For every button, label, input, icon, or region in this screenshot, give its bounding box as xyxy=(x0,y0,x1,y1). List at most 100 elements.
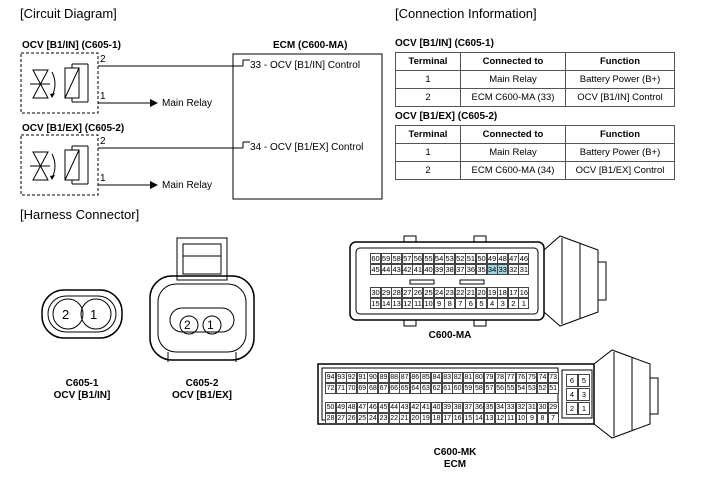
ecm-pin-33-label: 33 - OCV [B1/IN] Control xyxy=(250,60,361,71)
table1-title: OCV [B1/IN] (C605-1) xyxy=(395,38,494,49)
pin-cell: 67 xyxy=(378,383,389,394)
pin-cell: 1 xyxy=(518,298,530,309)
ocv-ex-pin1: 1 xyxy=(100,173,106,184)
pin-cell: 33 xyxy=(505,402,517,413)
pin-cell: 14 xyxy=(473,413,485,424)
pin-cell: 18 xyxy=(497,287,509,298)
pin-cell: 16 xyxy=(518,287,530,298)
pin-cell: 50 xyxy=(325,402,336,413)
ecm-label: ECM (C600-MA) xyxy=(273,40,348,51)
c605-2-pin-1: 1 xyxy=(207,318,214,332)
pin-cell: 22 xyxy=(454,287,466,298)
pin-cell: 12 xyxy=(401,298,413,309)
pin-cell: 41 xyxy=(420,402,432,413)
pin-cell: 76 xyxy=(515,372,527,383)
pin-cell: 51 xyxy=(547,383,559,394)
pin-cell: 46 xyxy=(518,253,530,264)
pin-cell: 52 xyxy=(537,383,548,394)
pin-cell: 61 xyxy=(441,383,453,394)
pin-cell: 23 xyxy=(378,413,389,424)
pin-cell: 28 xyxy=(391,287,403,298)
pin-cell: 94 xyxy=(325,372,336,383)
ocv-ex-solenoid xyxy=(20,134,99,196)
pin-cell: 71 xyxy=(335,383,347,394)
pin-cell: 79 xyxy=(484,372,495,383)
pin-cell: 35 xyxy=(476,264,487,275)
pin-cell: 1 xyxy=(578,402,590,415)
ocv-in-pin2: 2 xyxy=(100,54,106,65)
pin-cell: 29 xyxy=(547,402,559,413)
pin-cell: 15 xyxy=(462,413,474,424)
ocv-in-solenoid xyxy=(20,52,99,114)
pin-cell: 39 xyxy=(441,402,453,413)
ecm-box xyxy=(232,53,383,200)
pin-cell: 70 xyxy=(346,383,358,394)
pin-cell: 80 xyxy=(473,372,485,383)
pin-cell: 19 xyxy=(486,287,498,298)
pin-cell: 75 xyxy=(526,372,538,383)
pin-cell: 66 xyxy=(388,383,400,394)
pin-cell: 40 xyxy=(431,402,442,413)
pin-cell: 27 xyxy=(335,413,347,424)
c605-2-caption: C605-2 OCV [B1/EX] xyxy=(171,378,232,401)
pin-cell: 44 xyxy=(380,264,392,275)
pin-cell: 5 xyxy=(476,298,487,309)
pin-cell: 24 xyxy=(367,413,379,424)
pin-cell: 46 xyxy=(367,402,379,413)
pin-cell: 6 xyxy=(566,374,578,387)
pin-cell: 42 xyxy=(401,264,413,275)
pin-cell: 13 xyxy=(484,413,495,424)
pin-cell: 55 xyxy=(505,383,517,394)
pin-cell: 6 xyxy=(465,298,477,309)
pin-cell: 13 xyxy=(391,298,403,309)
pin-cell: 21 xyxy=(399,413,411,424)
pin-cell: 24 xyxy=(433,287,445,298)
pin-cell: 3 xyxy=(497,298,509,309)
pin-cell: 65 xyxy=(399,383,411,394)
table-cell: OCV [B1/IN] Control xyxy=(565,88,675,107)
pin-cell: 15 xyxy=(370,298,381,309)
pin-cell: 32 xyxy=(515,402,527,413)
pin-cell: 20 xyxy=(476,287,487,298)
main-relay-label-ex: Main Relay xyxy=(162,180,213,191)
pin-cell: 82 xyxy=(452,372,464,383)
pin-cell: 30 xyxy=(370,287,381,298)
pin-cell: 40 xyxy=(423,264,434,275)
pin-cell: 49 xyxy=(486,253,498,264)
pin-cell: 68 xyxy=(367,383,379,394)
pin-cell: 58 xyxy=(391,253,403,264)
pin-cell: 50 xyxy=(476,253,487,264)
pin-cell: 69 xyxy=(356,383,368,394)
pin-cell: 14 xyxy=(380,298,392,309)
pin-cell: 10 xyxy=(515,413,527,424)
pin-cell: 7 xyxy=(547,413,559,424)
pin-cell: 49 xyxy=(335,402,347,413)
pin-cell: 16 xyxy=(452,413,464,424)
pin-cell: 29 xyxy=(380,287,392,298)
harness-connector-heading: [Harness Connector] xyxy=(20,207,140,222)
c605-1-pin-2: 2 xyxy=(62,307,70,322)
pin-cell: 56 xyxy=(494,383,506,394)
table-row: 2 ECM C600-MA (33) OCV [B1/IN] Control xyxy=(395,88,675,107)
c600-mk-shell xyxy=(317,349,659,439)
pin-cell: 36 xyxy=(473,402,485,413)
pin-cell: 59 xyxy=(462,383,474,394)
pin-cell: 33 xyxy=(497,264,509,275)
main-relay-label-in: Main Relay xyxy=(162,98,213,109)
pin-cell: 92 xyxy=(346,372,358,383)
pin-cell: 47 xyxy=(507,253,519,264)
pin-cell: 26 xyxy=(412,287,424,298)
pin-cell: 85 xyxy=(420,372,432,383)
ecm-pin-34-label: 34 - OCV [B1/EX] Control xyxy=(250,142,364,153)
pin-cell: 22 xyxy=(388,413,400,424)
pin-cell: 84 xyxy=(431,372,442,383)
pin-cell: 86 xyxy=(409,372,421,383)
pin-cell: 11 xyxy=(505,413,517,424)
pin-cell: 2 xyxy=(566,402,578,415)
table2-title: OCV [B1/EX] (C605-2) xyxy=(395,111,498,122)
c605-1-connector xyxy=(41,289,123,339)
pin-cell: 57 xyxy=(484,383,495,394)
pin-cell: 55 xyxy=(423,253,434,264)
pin-cell: 8 xyxy=(537,413,548,424)
pin-cell: 17 xyxy=(441,413,453,424)
